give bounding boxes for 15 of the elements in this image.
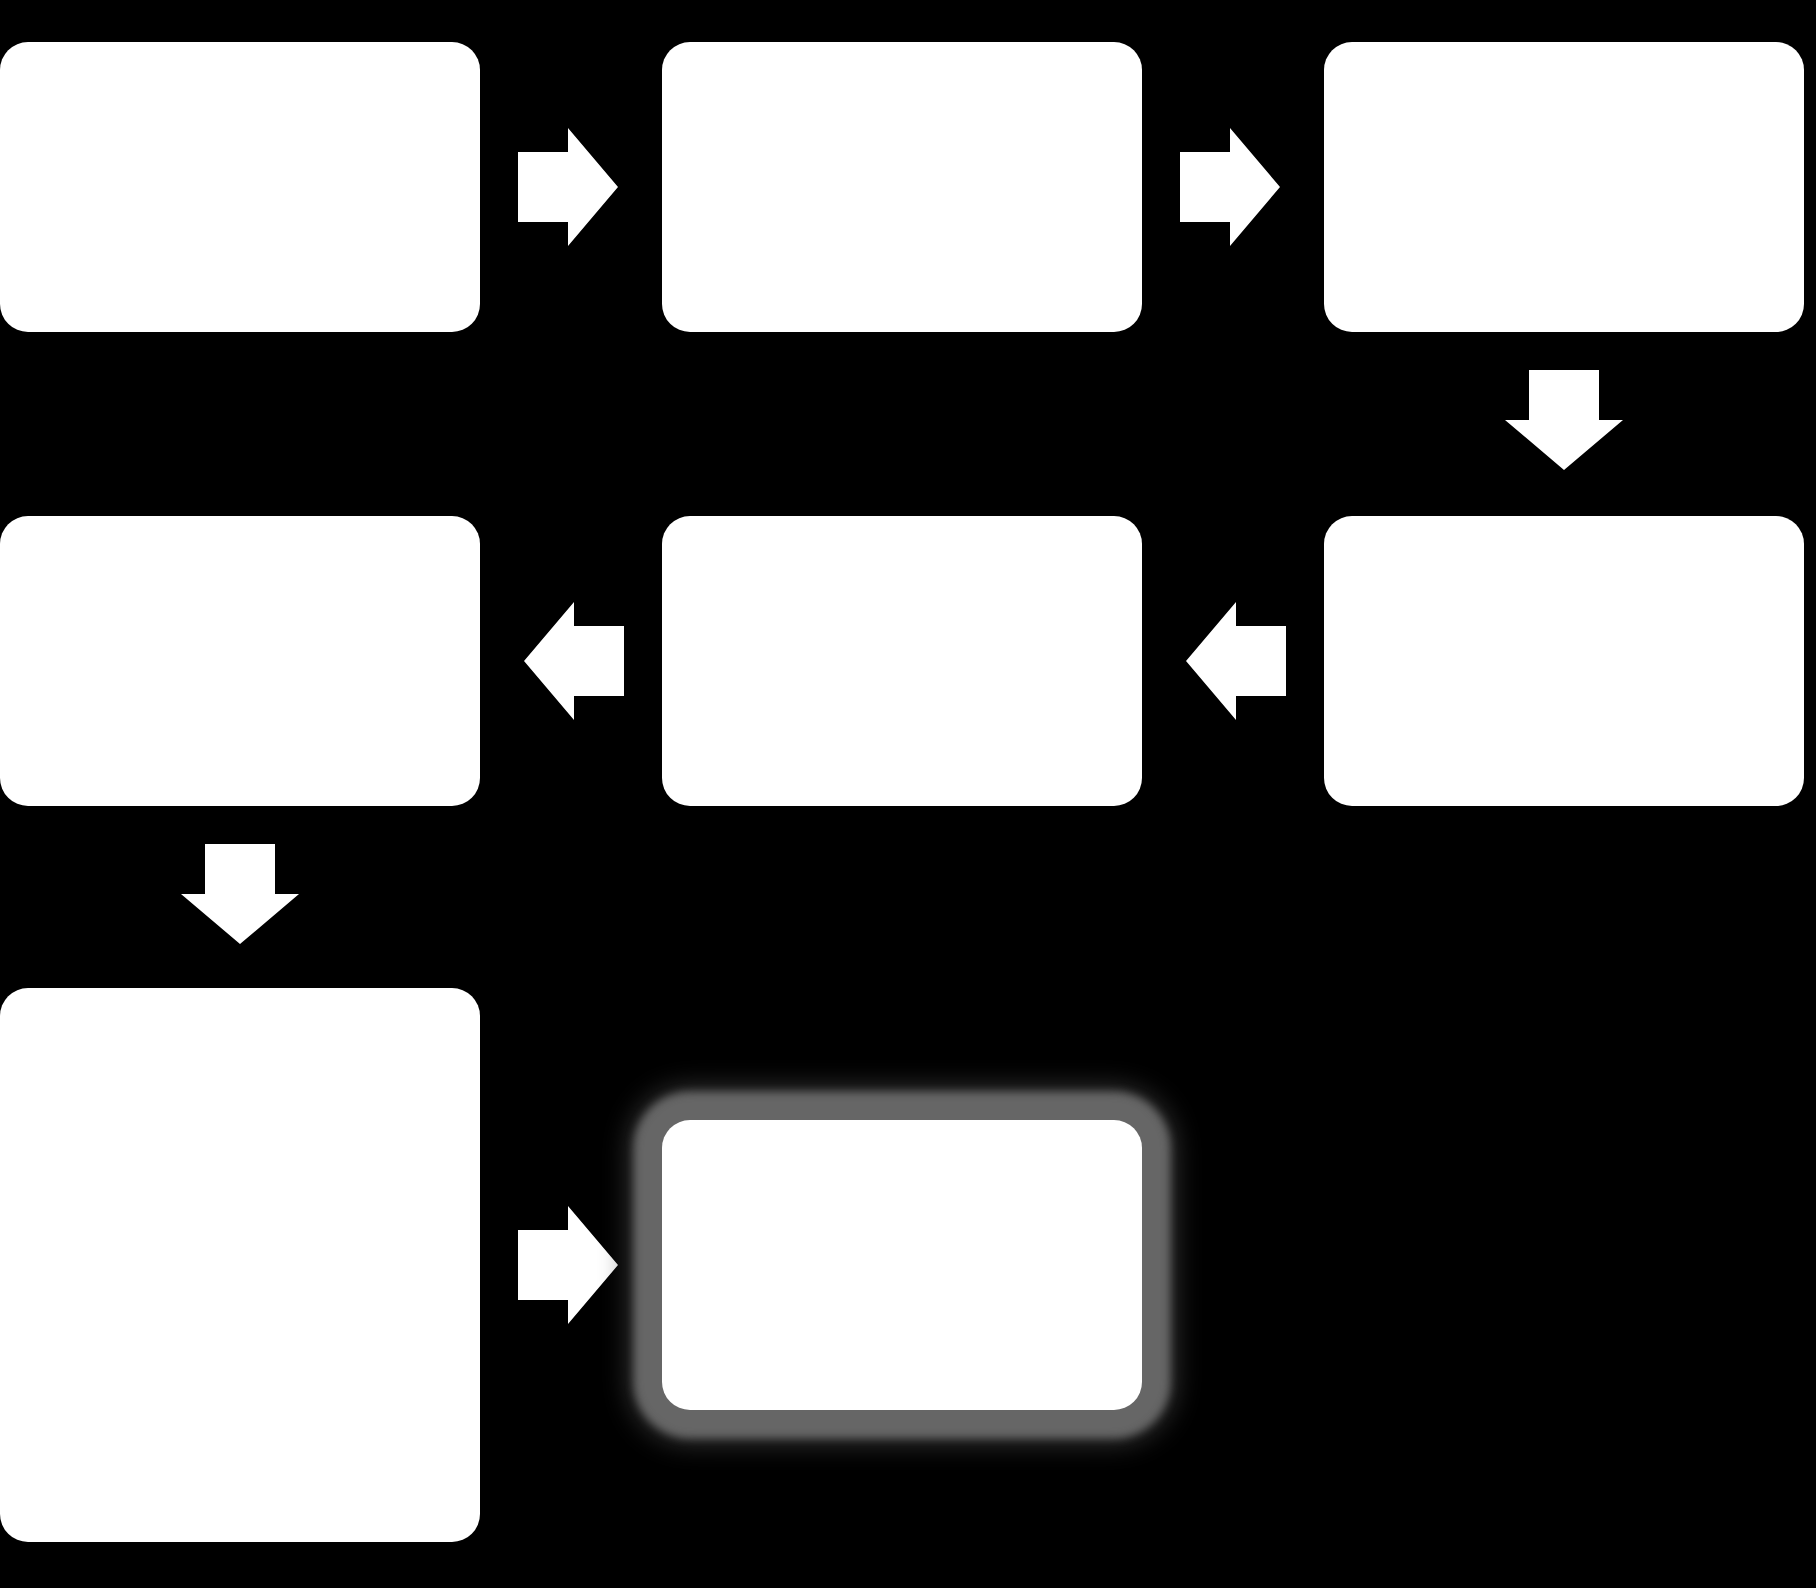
process-box (1324, 516, 1804, 806)
block-arrow (181, 844, 299, 944)
process-box (0, 988, 480, 1542)
process-box (662, 42, 1142, 332)
process-box (0, 42, 480, 332)
block-arrow (518, 1206, 618, 1324)
process-box (662, 1120, 1142, 1410)
block-arrow (1505, 370, 1623, 470)
process-box (1324, 42, 1804, 332)
block-arrow (1180, 128, 1280, 246)
block-arrow (524, 602, 624, 720)
process-box (0, 516, 480, 806)
block-arrow (518, 128, 618, 246)
block-arrow (1186, 602, 1286, 720)
process-box (662, 516, 1142, 806)
